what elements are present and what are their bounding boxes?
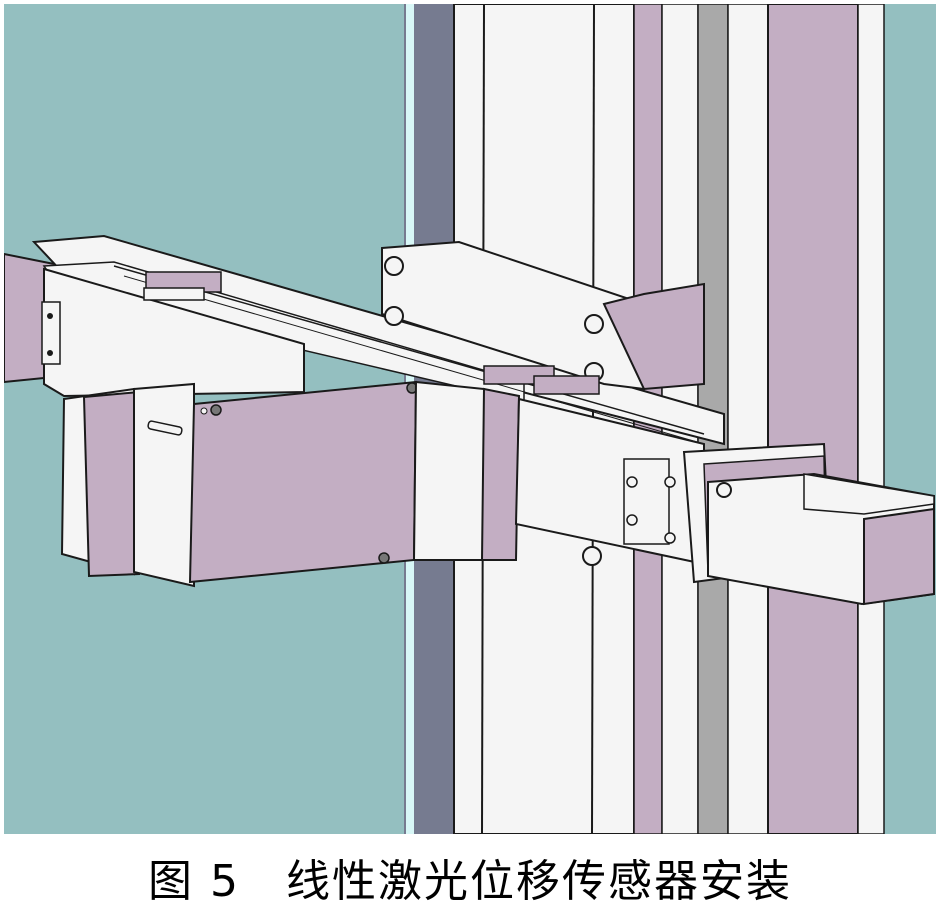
figure-label: 图 5 <box>148 856 240 907</box>
cad-drawing-sensor-mount <box>4 4 936 834</box>
figure-title: 线性激光位移传感器安装 <box>285 856 792 907</box>
figure-caption: 图 5 线性激光位移传感器安装 <box>0 852 940 912</box>
